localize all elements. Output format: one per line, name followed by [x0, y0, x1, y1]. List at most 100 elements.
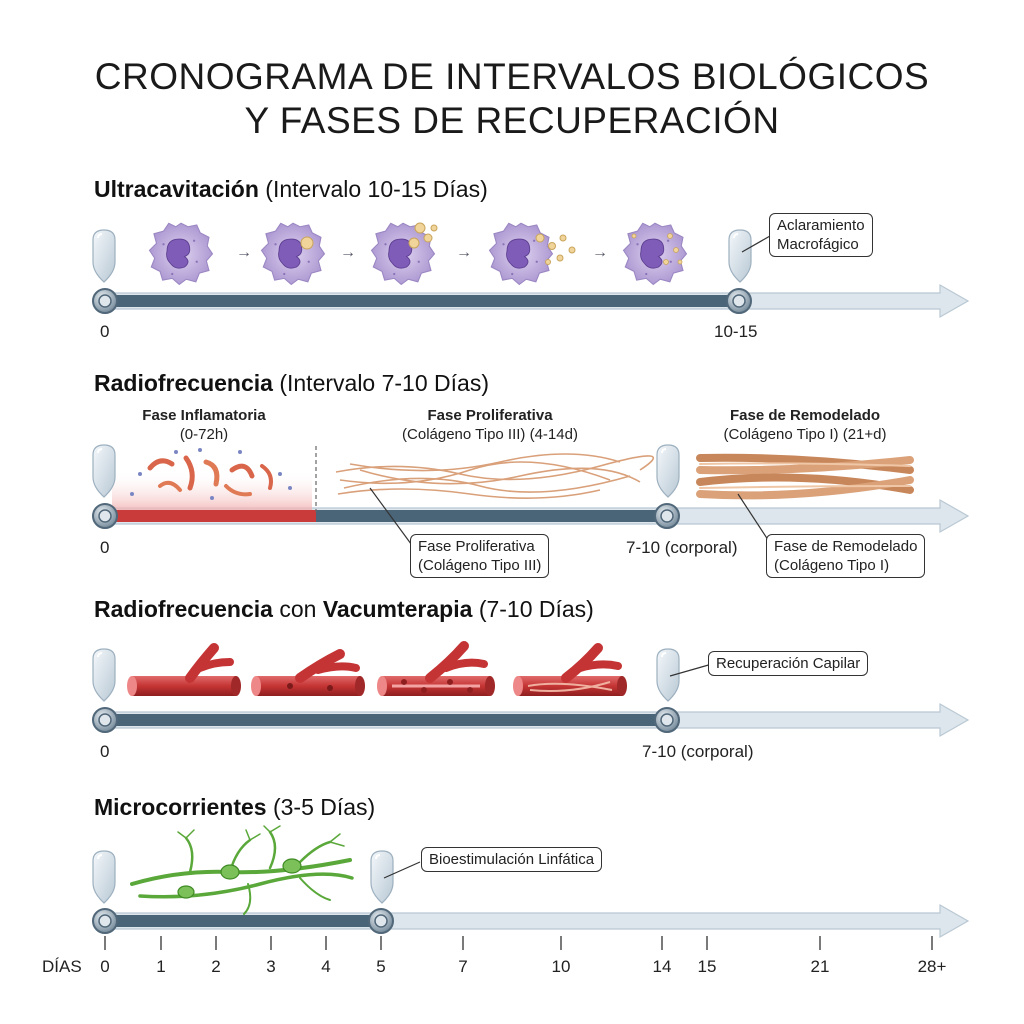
section-detail: (Intervalo 7-10 Días): [279, 370, 489, 396]
phase-name: Fase Proliferativa: [427, 407, 553, 424]
start-marker-icon: [92, 229, 116, 283]
end-node: [654, 503, 680, 529]
axis-tick-label: 3: [266, 957, 276, 976]
macrophage-cell-icon: [148, 222, 214, 286]
radiofrecuencia-timeline: [92, 444, 970, 549]
end-marker-icon: [656, 444, 680, 498]
start-node: [92, 908, 118, 934]
phase-detail: (Colágeno Tipo III) (4-14d): [402, 426, 578, 443]
callout-proliferativa: Fase Proliferativa (Colágeno Tipo III): [410, 534, 550, 578]
inflammation-cells-icon: [130, 448, 292, 500]
section-connector: con: [279, 596, 317, 622]
interval-bar: [105, 915, 381, 927]
callout-recuperacion-capilar: Recuperación Capilar: [708, 651, 869, 676]
start-day-label: 0: [100, 538, 110, 557]
end-marker-icon: [728, 229, 752, 283]
start-node: [92, 707, 118, 733]
section-title-microcorrientes: Microcorrientes (3-5 Días): [94, 794, 375, 821]
section-name: Radiofrecuencia: [94, 596, 273, 622]
vacumterapia-timeline: [92, 641, 970, 738]
phase-name: Fase Inflamatoria: [142, 407, 266, 424]
blood-vessel-icon: [513, 643, 627, 696]
blood-vessel-icon: [251, 649, 365, 696]
arrow-icon: →: [236, 244, 252, 261]
start-marker-icon: [92, 444, 116, 498]
axis-tick-label: 2: [211, 957, 221, 976]
start-node: [92, 288, 118, 314]
axis-tick-label: 15: [697, 957, 717, 976]
start-day-label: 0: [100, 742, 110, 761]
day-axis-ticks: [104, 936, 933, 950]
end-node: [726, 288, 752, 314]
axis-tick-label: 7: [458, 957, 468, 976]
section-title-ultracavitacion: Ultracavitación (Intervalo 10-15 Días): [94, 176, 488, 203]
lymphatic-network-icon: [130, 825, 354, 915]
start-node: [92, 503, 118, 529]
macrophage-cell-icon: [370, 222, 438, 286]
phase-detail: (Colágeno Tipo I) (21+d): [723, 426, 887, 443]
phase-proliferativa: Fase Proliferativa (Colágeno Tipo III) (…: [360, 406, 620, 444]
section-name-2: Vacumterapia: [322, 596, 473, 622]
callout-remodelado: Fase de Remodelado (Colágeno Tipo I): [766, 534, 926, 578]
phase-name: Fase de Remodelado: [729, 407, 881, 424]
phase-detail: (0-72h): [179, 426, 229, 443]
inflammation-bar: [110, 510, 316, 522]
axis-label: DÍAS: [42, 957, 82, 976]
axis-tick-label: 5: [376, 957, 386, 976]
macrophage-cell-icon: [488, 222, 576, 286]
end-day-label: 10-15: [714, 322, 758, 341]
end-marker-icon: [370, 850, 394, 904]
page-title-line-1: CRONOGRAMA DE INTERVALOS BIOLÓGICOS: [94, 56, 930, 97]
start-day-label: 0: [100, 322, 110, 341]
callout-line: Aclaramiento: [777, 217, 865, 234]
axis-tick-label: 14: [652, 957, 672, 976]
interval-bar: [105, 295, 738, 307]
axis-tick-label: 0: [100, 957, 110, 976]
start-marker-icon: [92, 850, 116, 904]
section-detail: (Intervalo 10-15 Días): [265, 176, 488, 202]
macrophage-cell-icon: [622, 222, 688, 286]
interval-bar: [105, 714, 665, 726]
callout-line: Fase de Remodelado: [774, 538, 918, 555]
start-marker-icon: [92, 648, 116, 702]
phase-inflamatoria: Fase Inflamatoria (0-72h): [116, 406, 292, 444]
end-day-label: 7-10 (corporal): [626, 538, 738, 557]
page-title-line-2: Y FASES DE RECUPERACIÓN: [244, 100, 780, 141]
callout-line: Recuperación Capilar: [716, 655, 861, 672]
collagen-type-i-fibers-icon: [696, 453, 914, 500]
blood-vessel-icon: [127, 643, 241, 696]
axis-tick-label: 1: [156, 957, 166, 976]
callout-bioestimulacion: Bioestimulación Linfática: [421, 847, 603, 872]
end-node: [368, 908, 394, 934]
phase-remodelado: Fase de Remodelado (Colágeno Tipo I) (21…: [690, 406, 920, 444]
arrow-icon: →: [592, 244, 608, 261]
section-name: Ultracavitación: [94, 176, 259, 202]
axis-tick-label: 10: [551, 957, 571, 976]
arrow-icon: →: [456, 244, 472, 261]
collagen-type-iii-fibers-icon: [335, 453, 655, 499]
end-day-label: 7-10 (corporal): [642, 742, 754, 761]
end-marker-icon: [656, 648, 680, 702]
callout-line: Bioestimulación Linfática: [429, 851, 595, 868]
callout-aclaramiento: Aclaramiento Macrofágico: [769, 213, 873, 257]
callout-line: (Colágeno Tipo III): [418, 557, 542, 574]
axis-tick-label: 4: [321, 957, 331, 976]
microcorrientes-timeline: [92, 825, 970, 950]
section-detail: (7-10 Días): [478, 596, 594, 622]
blood-vessel-icon: [377, 641, 495, 696]
section-title-radiofrecuencia-vacumterapia: Radiofrecuencia con Vacumterapia (7-10 D…: [94, 596, 594, 623]
callout-line: (Colágeno Tipo I): [774, 557, 890, 574]
callout-line: Macrofágico: [777, 236, 859, 253]
timeline-arrow: [104, 903, 970, 939]
end-node: [654, 707, 680, 733]
macrophage-cell-icon: [260, 222, 326, 286]
ultracavitacion-timeline: → → → →: [92, 222, 970, 319]
callout-line: Fase Proliferativa: [418, 538, 535, 555]
section-title-radiofrecuencia: Radiofrecuencia (Intervalo 7-10 Días): [94, 370, 489, 397]
axis-tick-label: 28+: [917, 957, 947, 976]
section-detail: (3-5 Días): [272, 794, 376, 820]
inflammation-glow: [112, 470, 312, 510]
section-name: Radiofrecuencia: [94, 370, 273, 396]
axis-tick-label: 21: [810, 957, 830, 976]
